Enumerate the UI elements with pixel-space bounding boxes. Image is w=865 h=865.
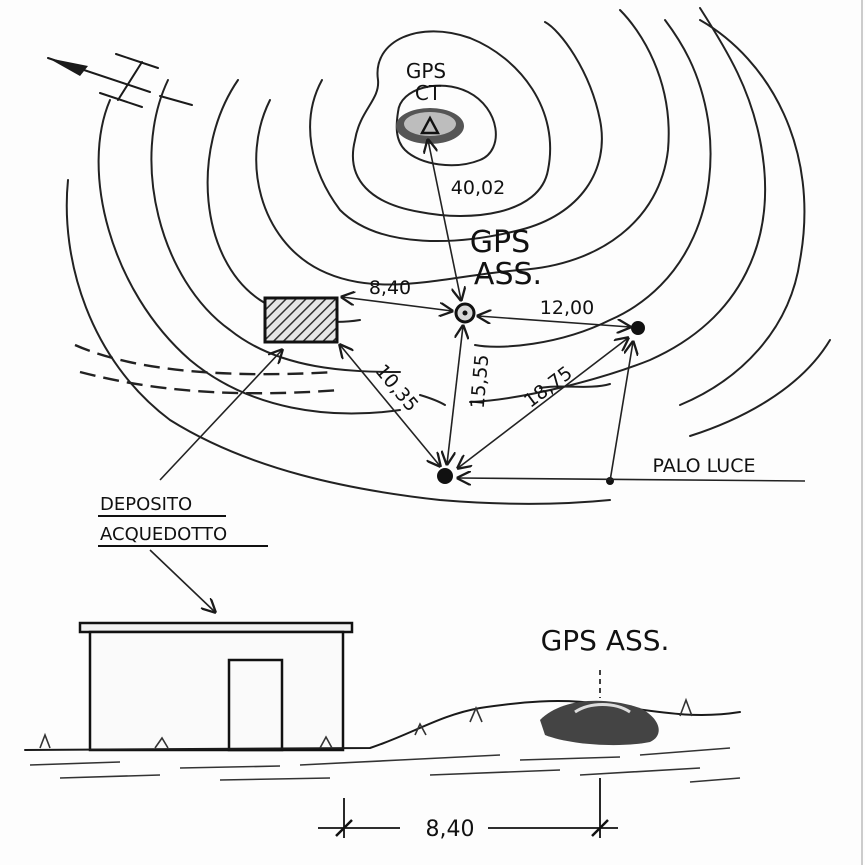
roof (78, 621, 354, 634)
elevation-distance-label: 8,40 (426, 817, 475, 842)
distance-ct-ass: 40,02 (451, 177, 505, 199)
deposito-label: DEPOSITO (100, 494, 192, 515)
elevation-view: GPS ASS. 8,40 (24, 621, 741, 842)
door (227, 658, 284, 752)
gps-ass-label-line2: ASS. (474, 257, 542, 292)
contour-lines (65, 7, 831, 505)
triangle-benchmark-icon (420, 115, 440, 135)
distance-building-ass: 8,40 (369, 277, 411, 299)
dashed-path (74, 343, 341, 395)
distance-ass-south: 15,55 (467, 353, 494, 409)
south-point (437, 468, 453, 484)
north-arrow-icon (47, 53, 193, 108)
ground-texture (29, 697, 741, 783)
elevation-leader (149, 549, 215, 612)
building-plan (263, 296, 339, 344)
measurement-lines (340, 140, 806, 481)
acquedotto-label: ACQUEDOTTO (100, 524, 227, 545)
building-elevation (88, 630, 345, 752)
gps-ct-summit (396, 108, 464, 144)
gps-ass-label-line1: GPS (470, 225, 530, 260)
elevation-gps-ass-label: GPS ASS. (541, 624, 670, 657)
ground-line (24, 700, 741, 751)
mound (540, 700, 659, 746)
east-point (631, 321, 645, 335)
north-letter-n (99, 53, 159, 108)
palo-luce-label: PALO LUCE (653, 455, 756, 477)
distance-ass-east: 12,00 (540, 297, 594, 319)
gps-ct-label-line2: CT (415, 81, 442, 105)
building-leader (159, 350, 282, 481)
distance-building-south: 10,35 (371, 360, 423, 416)
gps-ct-label-line1: GPS (406, 59, 446, 83)
